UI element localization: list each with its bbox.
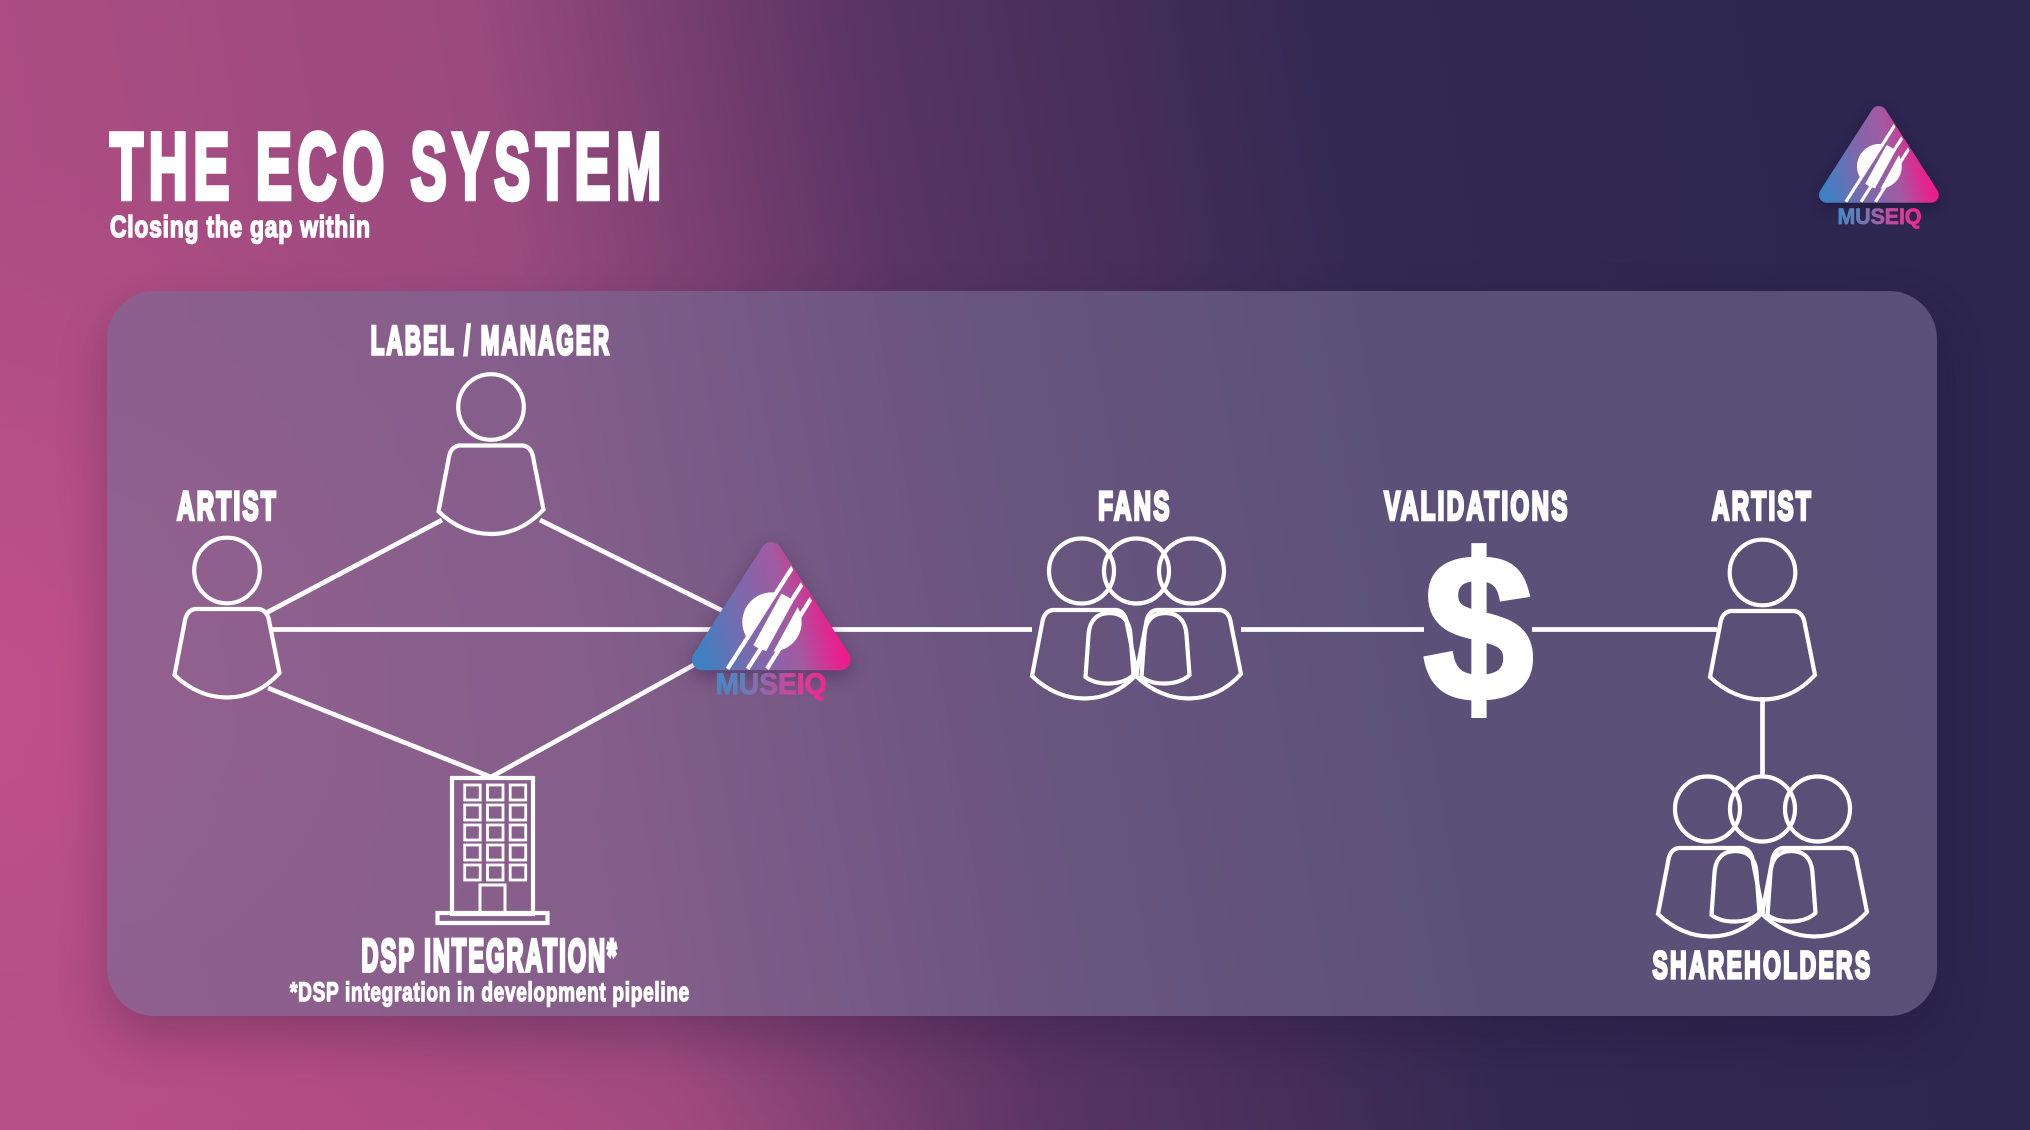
svg-text:SHAREHOLDERS: SHAREHOLDERS [1652,944,1872,986]
svg-text:VALIDATIONS: VALIDATIONS [1384,483,1569,528]
svg-text:ARTIST: ARTIST [1712,483,1813,528]
svg-text:LABEL / MANAGER: LABEL / MANAGER [371,318,612,362]
svg-text:*DSP integration in developmen: *DSP integration in development pipeline [290,977,690,1007]
svg-text:MUSEIQ: MUSEIQ [1838,204,1922,229]
svg-text:Closing the gap within: Closing the gap within [110,209,371,244]
svg-text:ARTIST: ARTIST [177,483,278,528]
svg-text:FANS: FANS [1098,483,1172,528]
svg-text:MUSEIQ: MUSEIQ [716,668,827,701]
svg-text:THE ECO SYSTEM: THE ECO SYSTEM [110,115,667,219]
svg-text:DSP INTEGRATION*: DSP INTEGRATION* [362,931,619,981]
svg-text:$: $ [1424,513,1534,745]
